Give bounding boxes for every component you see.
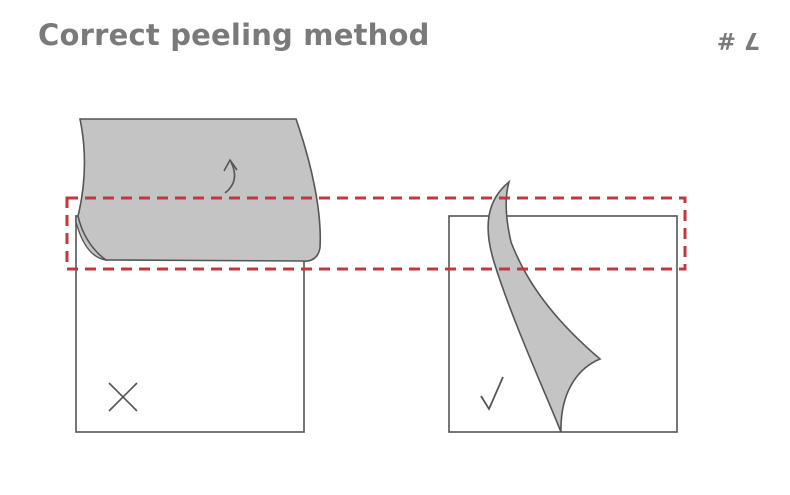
wrong-peeled-film [77,118,322,262]
lift-arrow-head-icon [223,159,238,172]
edge-highlight-box [65,196,687,271]
lift-arrow-icon [224,161,236,194]
correct-peeled-film [487,179,602,433]
wrong-method-panel [75,118,322,433]
check-mark-icon [480,376,504,411]
page-title: Correct peeling method [38,18,430,52]
correct-method-panel [448,179,678,433]
cross-mark-icon [108,382,138,412]
